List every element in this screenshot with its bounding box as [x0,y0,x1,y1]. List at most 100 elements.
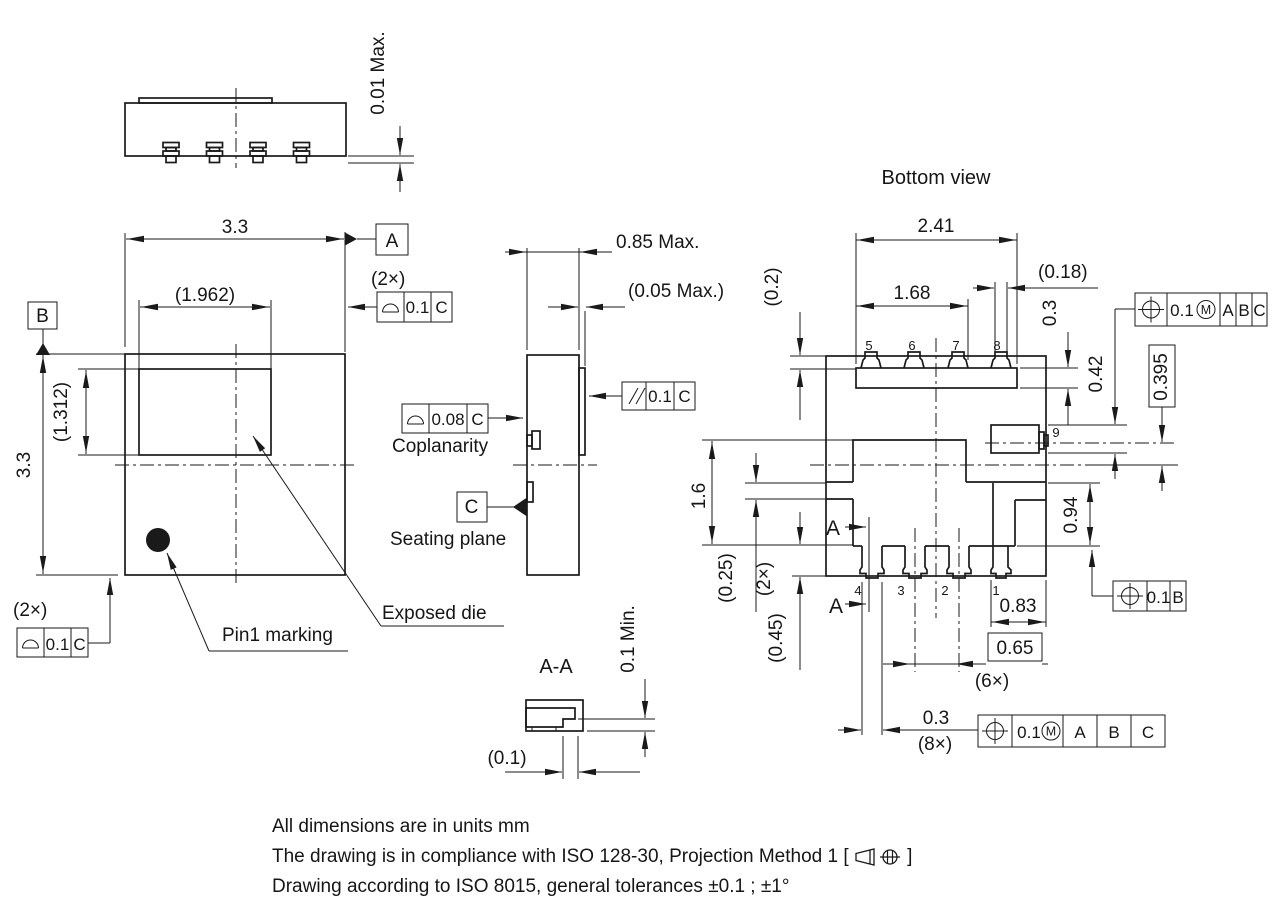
svg-text:5: 5 [865,338,872,353]
svg-text:0.08: 0.08 [431,410,464,429]
svg-text:0.1: 0.1 [1170,301,1194,320]
qty-label: (2×) [371,269,405,290]
die-height-dim: (1.312) [51,382,72,442]
fcf-profile-bottom: 0.1 C [16,578,114,658]
svg-text:B: B [36,306,49,327]
svg-text:A: A [1074,723,1086,742]
pin1-marking-callout: Pin1 marking [166,552,348,652]
svg-text:Exposed die: Exposed die [382,603,487,624]
lead-cross-section [525,707,576,728]
svg-text:B: B [1172,588,1183,607]
first-angle-projection-icon [855,848,900,866]
svg-text:M: M [1046,725,1056,739]
svg-text:C: C [471,410,483,429]
svg-text:B: B [1108,723,1119,742]
svg-text:C: C [73,635,85,654]
datum-triangle-icon [513,497,527,517]
position-icon [982,718,1008,744]
svg-text:M: M [1201,303,1211,317]
svg-text:8: 8 [993,338,1000,353]
top-lead-bar [855,351,1018,389]
lead-frame-width-dim: 2.41 [918,216,955,237]
lead-bar-dim: 0.3 [1040,300,1061,326]
svg-text:2: 2 [941,583,948,598]
fcf-profile-top: 0.1 C [348,291,453,323]
parallelism-icon [628,387,646,405]
pin1-marking-dot [146,528,170,552]
fcf-coplanarity: 0.08 C Coplanarity [392,403,523,457]
height-dim: 3.3 [14,452,35,478]
lead-width-dim: 1.68 [894,283,931,304]
svg-text:0.65: 0.65 [997,638,1034,659]
fcf-position-pin1: 0.1 B [1088,550,1187,612]
edge-gap-dim: (0.2) [762,267,783,306]
position-icon [1138,296,1164,323]
svg-text:7: 7 [952,338,959,353]
svg-text:C: C [678,387,690,406]
standoff-min-dim: 0.1 Min. [618,605,639,673]
width-dim: 3.3 [222,217,248,238]
section-view-aa: A-A 0.1 Min. (0.1) [487,605,655,779]
pin1-pad-width-dim: 0.83 [1000,596,1037,617]
profile-icon [382,303,399,313]
svg-text:A: A [829,595,843,618]
side-profile-view: 0.01 Max. [124,31,414,192]
pitch-qty: (6×) [975,671,1009,692]
thickness-dim: 0.85 Max. [616,232,699,253]
datum-b: B [27,301,58,355]
drawing-notes: All dimensions are in units mm The drawi… [272,812,912,902]
standoff-dim: 0.01 Max. [368,31,389,114]
section-cut-marks: A A [826,517,870,618]
fcf-position-top: 0.1 M A B C [1134,292,1268,327]
bottom-view: Bottom view 5 6 7 8 [689,167,1268,755]
svg-text:0.1: 0.1 [406,298,430,317]
side-view: 0.85 Max. (0.05 Max.) 0.1 C [390,232,724,576]
svg-text:0.1: 0.1 [648,387,672,406]
lead-profiles [162,141,311,164]
datum-triangle-icon [36,343,50,355]
pad-length-dim: 1.6 [689,483,710,509]
svg-text:A: A [826,517,840,540]
seating-plane-label: Seating plane [390,529,506,550]
svg-text:A: A [1222,301,1234,320]
bottom-view-title: Bottom view [882,167,991,189]
fcf-position-bottom: 0.1 M A B C [977,714,1166,748]
pad-width-qty: (8×) [918,734,952,755]
die-width-dim: (1.962) [175,285,235,306]
pitch-dim: 0.65 [987,632,1043,662]
note-projection: The drawing is in compliance with ISO 12… [272,846,913,867]
svg-text:C: C [465,497,479,518]
die-standout-dim: (0.05 Max.) [628,281,724,302]
svg-text:B: B [1238,301,1249,320]
datum-triangle-icon [345,232,357,246]
coplanarity-label: Coplanarity [392,436,489,457]
nub-dim: (0.18) [1038,262,1088,283]
note-units: All dimensions are in units mm [272,816,530,837]
svg-text:A: A [386,231,399,252]
pin9-offset-dim: 0.395 [1148,344,1176,491]
svg-text:1: 1 [992,583,999,598]
datum-c: C Seating plane [390,491,527,550]
section-title: A-A [539,656,573,678]
svg-text:6: 6 [908,338,915,353]
svg-text:4: 4 [854,583,861,598]
exposed-die-callout: Exposed die [252,435,504,627]
mmc-modifier-icon: M [1196,300,1216,319]
pin1-pad-length-dim: 0.94 [1061,496,1082,533]
profile-icon [407,415,424,425]
svg-text:C: C [1253,301,1265,320]
pin9-pad [990,424,1049,454]
svg-text:3: 3 [897,583,904,598]
pad-width-dim: 0.3 [923,708,949,729]
note-tolerances: Drawing according to ISO 8015, general t… [272,876,790,897]
profile-icon [22,639,39,649]
die-standout [578,367,586,456]
tab-dim: (0.25) [716,553,737,603]
position-icon [1117,583,1143,609]
fcf-parallelism: 0.1 C [589,381,696,411]
svg-text:0.1: 0.1 [1147,588,1171,607]
svg-text:9: 9 [1052,425,1059,440]
svg-text:Pin1 marking: Pin1 marking [222,625,333,646]
svg-text:C: C [435,298,447,317]
